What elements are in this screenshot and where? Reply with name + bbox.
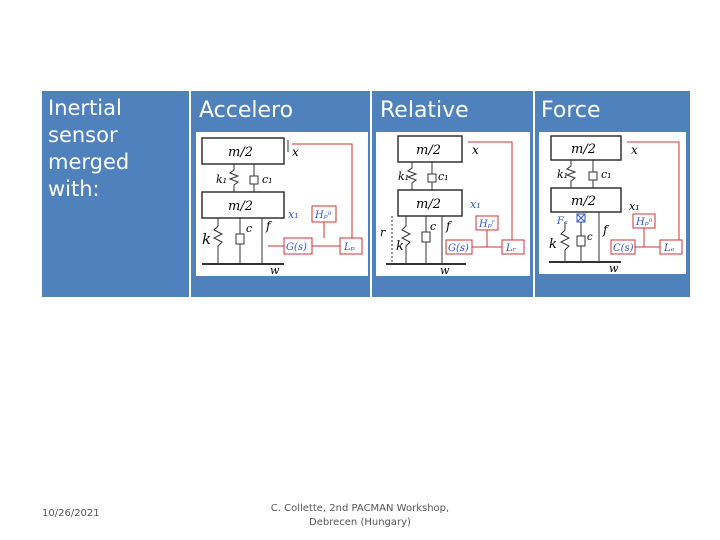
x1-label: x₁ [629, 200, 640, 213]
g-label: G(s) [286, 242, 307, 253]
mass-top-label: m/2 [416, 143, 441, 158]
mass-bottom-label: m/2 [571, 194, 596, 209]
feedback-line [627, 141, 680, 240]
x1-label: x₁ [288, 208, 299, 221]
mass-bottom [397, 189, 463, 217]
damper-c1-body [249, 175, 259, 185]
damper-c1-body [588, 171, 598, 181]
g-label: G(s) [448, 243, 469, 254]
footer-credit-line: Debrecen (Hungary) [309, 517, 411, 528]
footer-credit: C. Collette, 2nd PACMAN Workshop, Debrec… [250, 502, 470, 530]
x-label: x [631, 143, 638, 157]
k1-label: k₁ [216, 173, 227, 186]
c-label: c [246, 222, 252, 235]
x-label: x [292, 145, 299, 159]
r-label: r [380, 226, 386, 239]
spring-k1 [565, 160, 577, 188]
column-accelero: Accelero m/2 x k₁ c₁ m/2 x₁ Hₚᵃ k [191, 91, 370, 297]
f-label: f [265, 219, 273, 233]
diagram-relative: m/2 x k₁ c₁ m/2 x₁ Hₚʳ r k c f w [376, 132, 530, 276]
spring-k [400, 216, 412, 264]
spring-k1 [228, 164, 240, 192]
f-label: f [602, 223, 610, 237]
column-relative: Relative m/2 x k₁ c₁ m/2 x₁ Hₚʳ r k c [372, 91, 533, 297]
lp-label: Lₚ [343, 242, 355, 253]
fa-label: Fₐ [556, 216, 568, 227]
row-label-cell: Inertial sensor merged with: [42, 91, 189, 297]
k1-label: k₁ [557, 168, 568, 181]
mass-top [397, 135, 463, 163]
footer-credit-line: C. Collette, 2nd PACMAN Workshop, [270, 503, 450, 514]
mass-bottom [201, 191, 285, 219]
x-label: x [472, 143, 479, 157]
spring-k [559, 222, 571, 262]
hp-label: Hₚʳ [478, 219, 496, 230]
column-title-relative: Relative [380, 98, 469, 123]
g-label: C(s) [613, 243, 634, 254]
mass-bottom [550, 187, 622, 213]
spring-k [212, 218, 224, 264]
feedback-line [292, 143, 353, 238]
c1-label: c₁ [262, 173, 273, 186]
row-label-line: Inertial [48, 96, 122, 120]
column-title-force: Force [541, 98, 601, 123]
feedback-line [468, 141, 513, 240]
mass-top-label: m/2 [571, 142, 596, 157]
mass-top-label: m/2 [228, 145, 253, 160]
mass-top [201, 137, 285, 165]
mass-bottom-label: m/2 [416, 197, 441, 212]
damper-c-body [576, 235, 586, 247]
row-label-line: merged [48, 150, 130, 174]
f-label: f [445, 219, 453, 233]
lr-label: Lᵣ [505, 243, 517, 254]
c-label: c [587, 232, 593, 243]
hp-label: Hₚᵃ [635, 217, 653, 228]
column-title-accelero: Accelero [199, 98, 294, 123]
k1-label: k₁ [398, 170, 409, 183]
diagram-accelero: m/2 x k₁ c₁ m/2 x₁ Hₚᵃ k c f [196, 132, 368, 276]
diagram-force-svg: m/2 x k₁ c₁ m/2 x₁ Fₐ Hₚᵃ k c f [549, 135, 683, 274]
damper-c-body [235, 233, 245, 245]
row-label: Inertial sensor merged with: [48, 95, 129, 203]
lf-label: Lₑ [663, 243, 675, 254]
hp-label: Hₚᵃ [314, 210, 332, 221]
x1-label: x₁ [470, 198, 481, 211]
diagram-relative-svg: m/2 x k₁ c₁ m/2 x₁ Hₚʳ r k c f w [380, 135, 525, 276]
k-label: k [549, 237, 557, 252]
row-label-line: with: [48, 177, 100, 201]
w-label: w [270, 264, 280, 276]
row-label-line: sensor [48, 123, 118, 147]
damper-c-body [421, 231, 431, 243]
diagram-force: m/2 x k₁ c₁ m/2 x₁ Fₐ Hₚᵃ k c f [539, 132, 686, 274]
k-label: k [396, 239, 404, 254]
force-sensor-cross-b [576, 213, 586, 223]
c-label: c [430, 220, 436, 233]
w-label: w [440, 264, 450, 276]
damper-c1-body [427, 173, 437, 183]
mass-bottom-label: m/2 [228, 199, 253, 214]
column-force: Force m/2 x k₁ c₁ m/2 x₁ Fₐ Hₚᵃ k [535, 91, 690, 297]
w-label: w [609, 262, 619, 274]
footer-date: 10/26/2021 [42, 508, 100, 519]
spring-k1 [406, 162, 418, 190]
c1-label: c₁ [601, 168, 612, 181]
k-label: k [202, 230, 211, 248]
c1-label: c₁ [438, 170, 449, 183]
mass-top [550, 135, 622, 161]
diagram-accelero-svg: m/2 x k₁ c₁ m/2 x₁ Hₚᵃ k c f [201, 137, 363, 276]
